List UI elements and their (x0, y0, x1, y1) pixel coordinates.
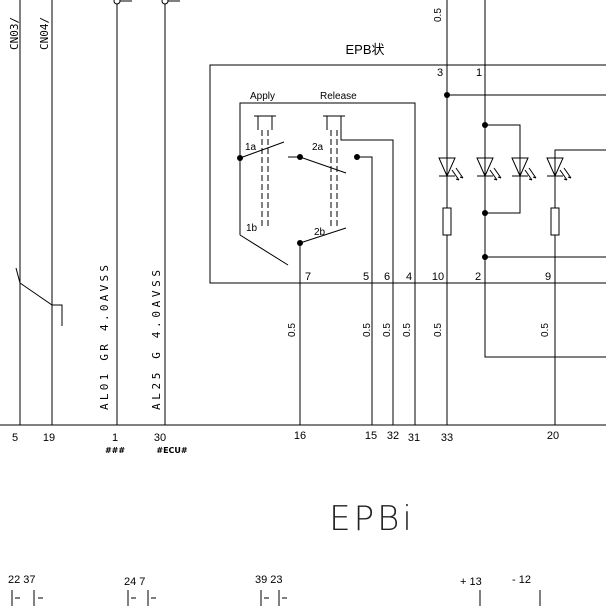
terminal-30-note: #ECU# (156, 446, 188, 455)
wire-gauge-pin-6: 0.5 (382, 323, 393, 337)
lower-terminal-minus-12: - 12 (512, 574, 531, 586)
terminal-16: 16 (294, 430, 306, 442)
lower-terminal-22-37: 22 37 (8, 574, 36, 586)
pin-bottom-5: 5 (363, 271, 369, 283)
led-3 (511, 157, 537, 181)
led-1 (438, 157, 464, 181)
contact-2b-blade (299, 227, 347, 244)
terminal-15: 15 (365, 430, 377, 442)
wire-al25-terminal (161, 0, 169, 5)
wire-gauge-pin-9: 0.5 (540, 323, 551, 337)
pin-top-3: 3 (437, 67, 443, 79)
terminal-1-note: ### (105, 446, 125, 455)
pin-bottom-4: 4 (406, 271, 412, 283)
switch-block: Apply Release 1a 2a 1b 2b (237, 91, 416, 283)
terminal-1: 1 (112, 432, 118, 444)
terminal-33: 33 (441, 432, 453, 444)
led-2 (476, 157, 502, 181)
pin-bottom-7: 7 (305, 271, 311, 283)
wire-pin-9 (554, 149, 606, 425)
lower-terminal-24-7: 24 7 (124, 576, 145, 588)
section-title: EPBi (329, 499, 415, 539)
contact-1a-blade (239, 141, 285, 159)
release-linkage (330, 130, 338, 228)
wire-gauge-pin-5: 0.5 (362, 323, 373, 337)
wire-gauge-pin-10: 0.5 (433, 323, 444, 337)
terminal-5: 5 (12, 432, 18, 444)
connector-label-cn04: CN04/ (38, 17, 51, 50)
apply-label: Apply (250, 91, 275, 102)
switch-inner-frame (239, 102, 416, 283)
connector-label-cn03: CN03/ (8, 17, 21, 50)
lower-terminal-plus-13: + 13 (460, 576, 482, 588)
contact-2a-blade (299, 156, 347, 174)
resistor-2 (550, 207, 560, 236)
harness-wires (0, 243, 606, 426)
switch-label-2b: 2b (314, 227, 326, 238)
wire-gauge-pin-4: 0.5 (402, 323, 413, 337)
led-branch (485, 124, 521, 214)
wire-label-al25: AL25 G 4.0AVSS (150, 270, 163, 410)
wire-crossing (15, 267, 63, 326)
wire-al01-terminal (113, 0, 121, 5)
pin-top-1: 1 (476, 67, 482, 79)
led-4 (546, 157, 572, 181)
pin-bottom-6: 6 (384, 271, 390, 283)
wire-pin-6-inner (340, 130, 394, 283)
switch-label-1b: 1b (246, 223, 258, 234)
wire-pin-5-inner (357, 156, 373, 283)
contact-1b-wire (239, 234, 289, 266)
node-pin-1-middle (482, 210, 488, 216)
wire-gauge-top: 0.5 (433, 8, 444, 22)
pin-bottom-2: 2 (475, 271, 481, 283)
wire-pin-1 (484, 0, 606, 358)
terminal-30: 30 (154, 432, 166, 444)
apply-linkage (261, 130, 269, 228)
release-actuator (323, 115, 345, 130)
resistor-1 (442, 207, 452, 236)
apply-actuator (254, 115, 276, 130)
terminal-32: 32 (387, 430, 399, 442)
pin-bottom-9: 9 (545, 271, 551, 283)
wire-label-al01: AL01 GR 4.0AVSS (98, 265, 111, 410)
terminal-19: 19 (43, 432, 55, 444)
switch-label-2a: 2a (312, 142, 324, 153)
terminal-20: 20 (547, 430, 559, 442)
lower-wires (11, 590, 541, 606)
wire-gauge-pin-7: 0.5 (287, 323, 298, 337)
lower-terminal-39-23: 39 23 (255, 574, 283, 586)
switch-label-1a: 1a (245, 142, 257, 153)
indicator-block (438, 0, 606, 425)
module-frame (209, 64, 606, 284)
left-wires (15, 0, 180, 425)
terminal-31: 31 (408, 432, 420, 444)
pin-bottom-10: 10 (432, 271, 444, 283)
release-label: Release (320, 91, 357, 102)
module-title: EPB状 (345, 42, 384, 57)
